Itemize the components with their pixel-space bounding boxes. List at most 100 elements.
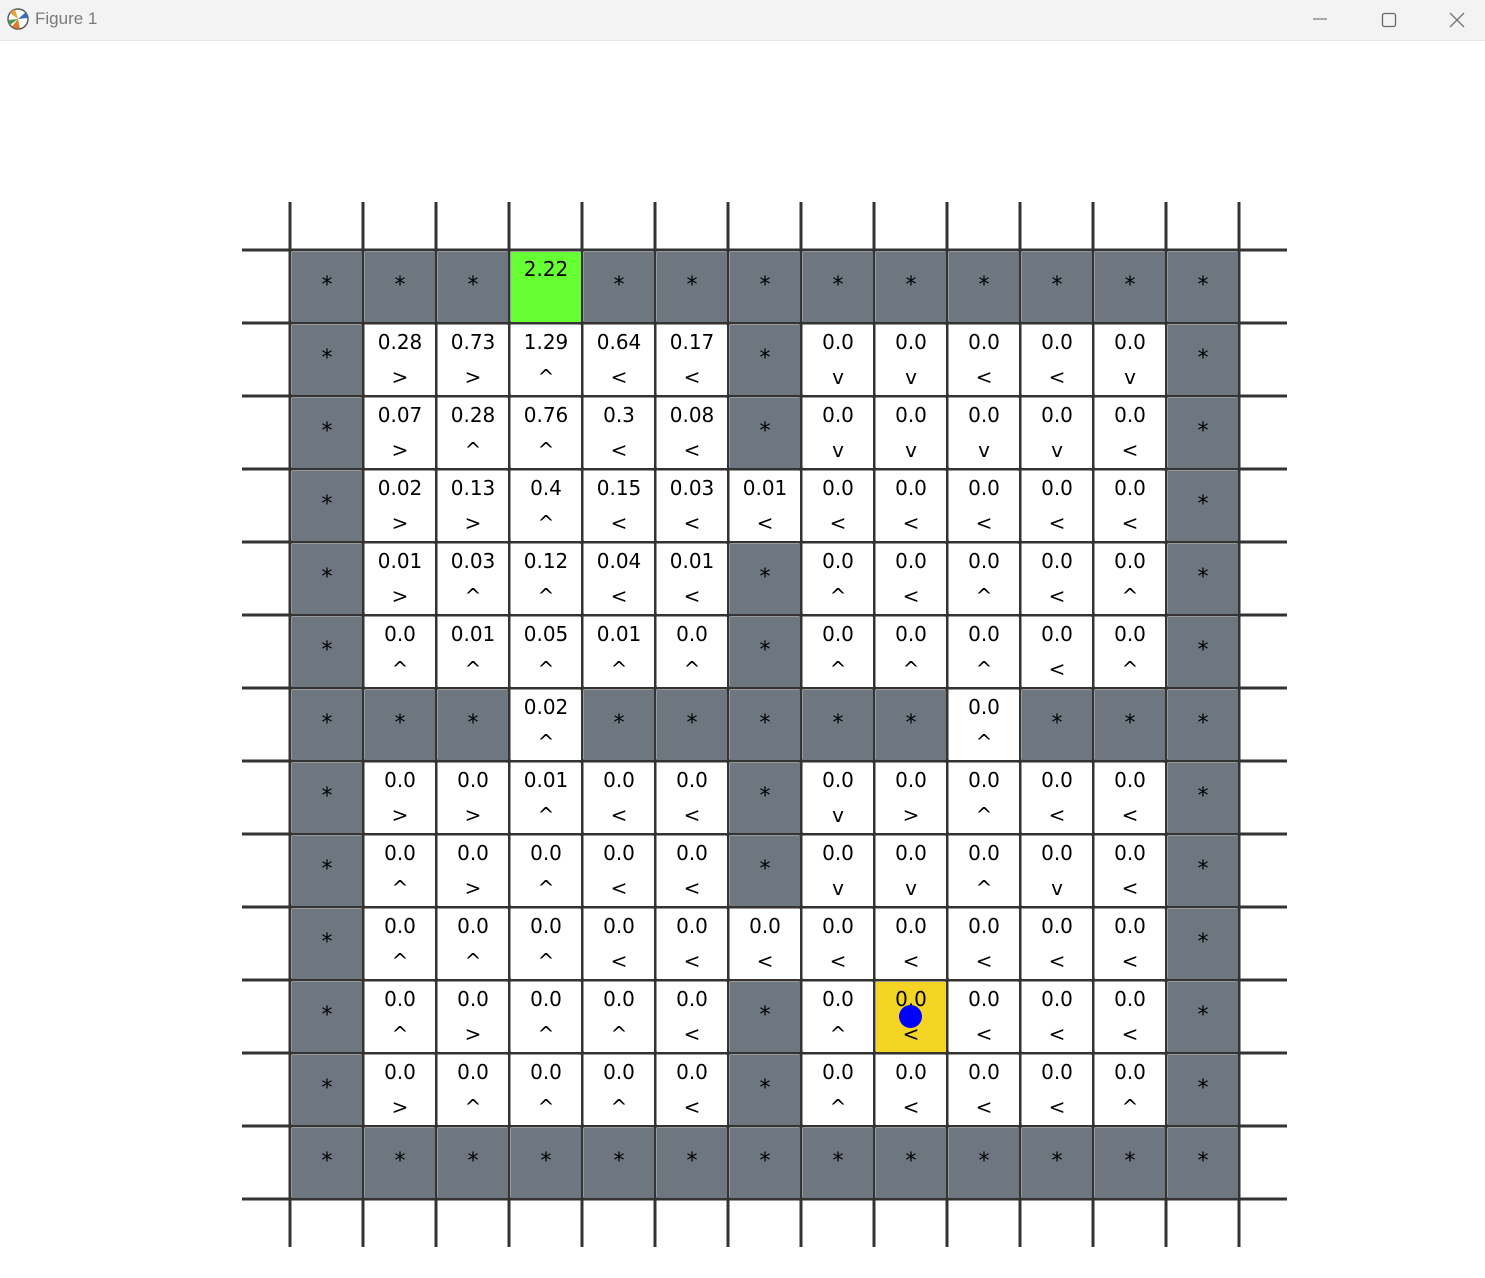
cell-value: 0.0	[384, 987, 416, 1011]
policy-arrow: <	[610, 438, 628, 462]
cell-value: 0.3	[603, 403, 635, 427]
grid-cell: 0.0<	[657, 763, 727, 833]
policy-arrow: <	[683, 949, 701, 973]
grid-cell: 0.0^	[584, 982, 654, 1052]
maximize-button[interactable]	[1355, 0, 1423, 40]
policy-arrow: ^	[610, 657, 628, 681]
wall-cell: *	[949, 252, 1019, 322]
grid-cell: 0.0<	[949, 982, 1019, 1052]
grid-cell: 0.01<	[730, 471, 800, 541]
policy-arrow: >	[391, 365, 409, 389]
wall-marker: *	[832, 711, 844, 736]
cell-value: 0.01	[669, 549, 715, 573]
policy-arrow: ^	[537, 876, 555, 900]
grid-cell: 0.0<	[1095, 763, 1165, 833]
grid-cell: 0.0^	[1095, 1055, 1165, 1125]
policy-arrow: ^	[391, 1022, 409, 1046]
wall-cell: *	[730, 836, 800, 906]
policy-arrow: ^	[537, 730, 555, 754]
wall-marker: *	[1197, 419, 1209, 444]
policy-arrow: ^	[829, 584, 847, 608]
grid-cell: 0.4^	[511, 471, 581, 541]
wall-marker: *	[1197, 273, 1209, 298]
policy-arrow: ^	[975, 876, 993, 900]
wall-cell: *	[292, 325, 362, 395]
wall-marker: *	[467, 1149, 479, 1174]
wall-cell: *	[730, 1128, 800, 1198]
grid-cell: 0.28 >	[365, 325, 435, 395]
grid-cell: 0.0^	[949, 617, 1019, 687]
wall-cell: *	[438, 690, 508, 760]
close-button[interactable]	[1423, 0, 1485, 40]
cell-value: 0.64	[596, 330, 642, 354]
policy-arrow: v	[832, 365, 844, 389]
grid-cell: 0.0^	[803, 1055, 873, 1125]
cell-value: 0.0	[1041, 403, 1073, 427]
wall-marker: *	[1197, 1149, 1209, 1174]
wall-marker: *	[759, 419, 771, 444]
grid-cell: 0.0<	[803, 909, 873, 979]
wall-marker: *	[1124, 711, 1136, 736]
wall-cell: *	[292, 252, 362, 322]
wall-marker: *	[321, 565, 333, 590]
grid-cell: 0.02^	[511, 690, 581, 760]
policy-arrow: <	[902, 584, 920, 608]
grid-cell: 0.0<	[1095, 982, 1165, 1052]
cell-value: 0.0	[384, 768, 416, 792]
policy-arrow: >	[391, 438, 409, 462]
policy-arrow: ^	[464, 1095, 482, 1119]
grid-cell: 0.01^	[511, 763, 581, 833]
cell-value: 0.0	[968, 403, 1000, 427]
cell-value: 0.0	[530, 987, 562, 1011]
policy-arrow: <	[1121, 1022, 1139, 1046]
minimize-button[interactable]	[1286, 0, 1354, 40]
policy-arrow: <	[829, 511, 847, 535]
cell-value: 0.0	[822, 987, 854, 1011]
policy-arrow: <	[1048, 584, 1066, 608]
wall-marker: *	[467, 711, 479, 736]
policy-arrow: <	[610, 876, 628, 900]
wall-cell: *	[365, 690, 435, 760]
policy-arrow: <	[1048, 657, 1066, 681]
wall-cell: *	[1168, 252, 1238, 322]
grid-cell: 0.3 <	[584, 398, 654, 468]
cell-value: 0.0	[1114, 841, 1146, 865]
goal-cell: 2.22	[511, 252, 581, 322]
wall-cell: *	[1168, 471, 1238, 541]
policy-arrow: v	[832, 876, 844, 900]
grid-cell: 0.01^	[584, 617, 654, 687]
grid-cell: 0.17<	[657, 325, 727, 395]
grid-cell: 0.0<	[876, 909, 946, 979]
cell-value: 0.28	[377, 330, 423, 354]
grid-cell: 0.04<	[584, 544, 654, 614]
grid-cell: 0.03<	[657, 471, 727, 541]
grid-cell: 0.0<	[1022, 471, 1092, 541]
wall-marker: *	[759, 857, 771, 882]
cell-value: 0.0	[895, 1060, 927, 1084]
cell-value: 0.0	[895, 403, 927, 427]
cell-value: 0.17	[669, 330, 715, 354]
wall-cell: *	[1168, 836, 1238, 906]
cell-value: 0.0	[384, 914, 416, 938]
cell-value: 0.0	[1041, 987, 1073, 1011]
policy-arrow: <	[1121, 876, 1139, 900]
grid-cell: 0.0^	[584, 1055, 654, 1125]
policy-arrow: <	[1048, 511, 1066, 535]
policy-arrow: >	[902, 803, 920, 827]
policy-arrow: v	[1051, 438, 1063, 462]
grid-cell: 0.0<	[730, 909, 800, 979]
wall-marker: *	[1197, 1076, 1209, 1101]
wall-cell: *	[1168, 909, 1238, 979]
wall-marker: *	[759, 711, 771, 736]
policy-arrow: <	[829, 949, 847, 973]
policy-arrow: <	[1121, 803, 1139, 827]
policy-arrow: v	[905, 438, 917, 462]
policy-arrow: ^	[537, 365, 555, 389]
wall-marker: *	[321, 492, 333, 517]
cell-value: 0.0	[968, 549, 1000, 573]
wall-marker: *	[1197, 565, 1209, 590]
cell-value: 0.76	[523, 403, 569, 427]
wall-marker: *	[759, 1003, 771, 1028]
